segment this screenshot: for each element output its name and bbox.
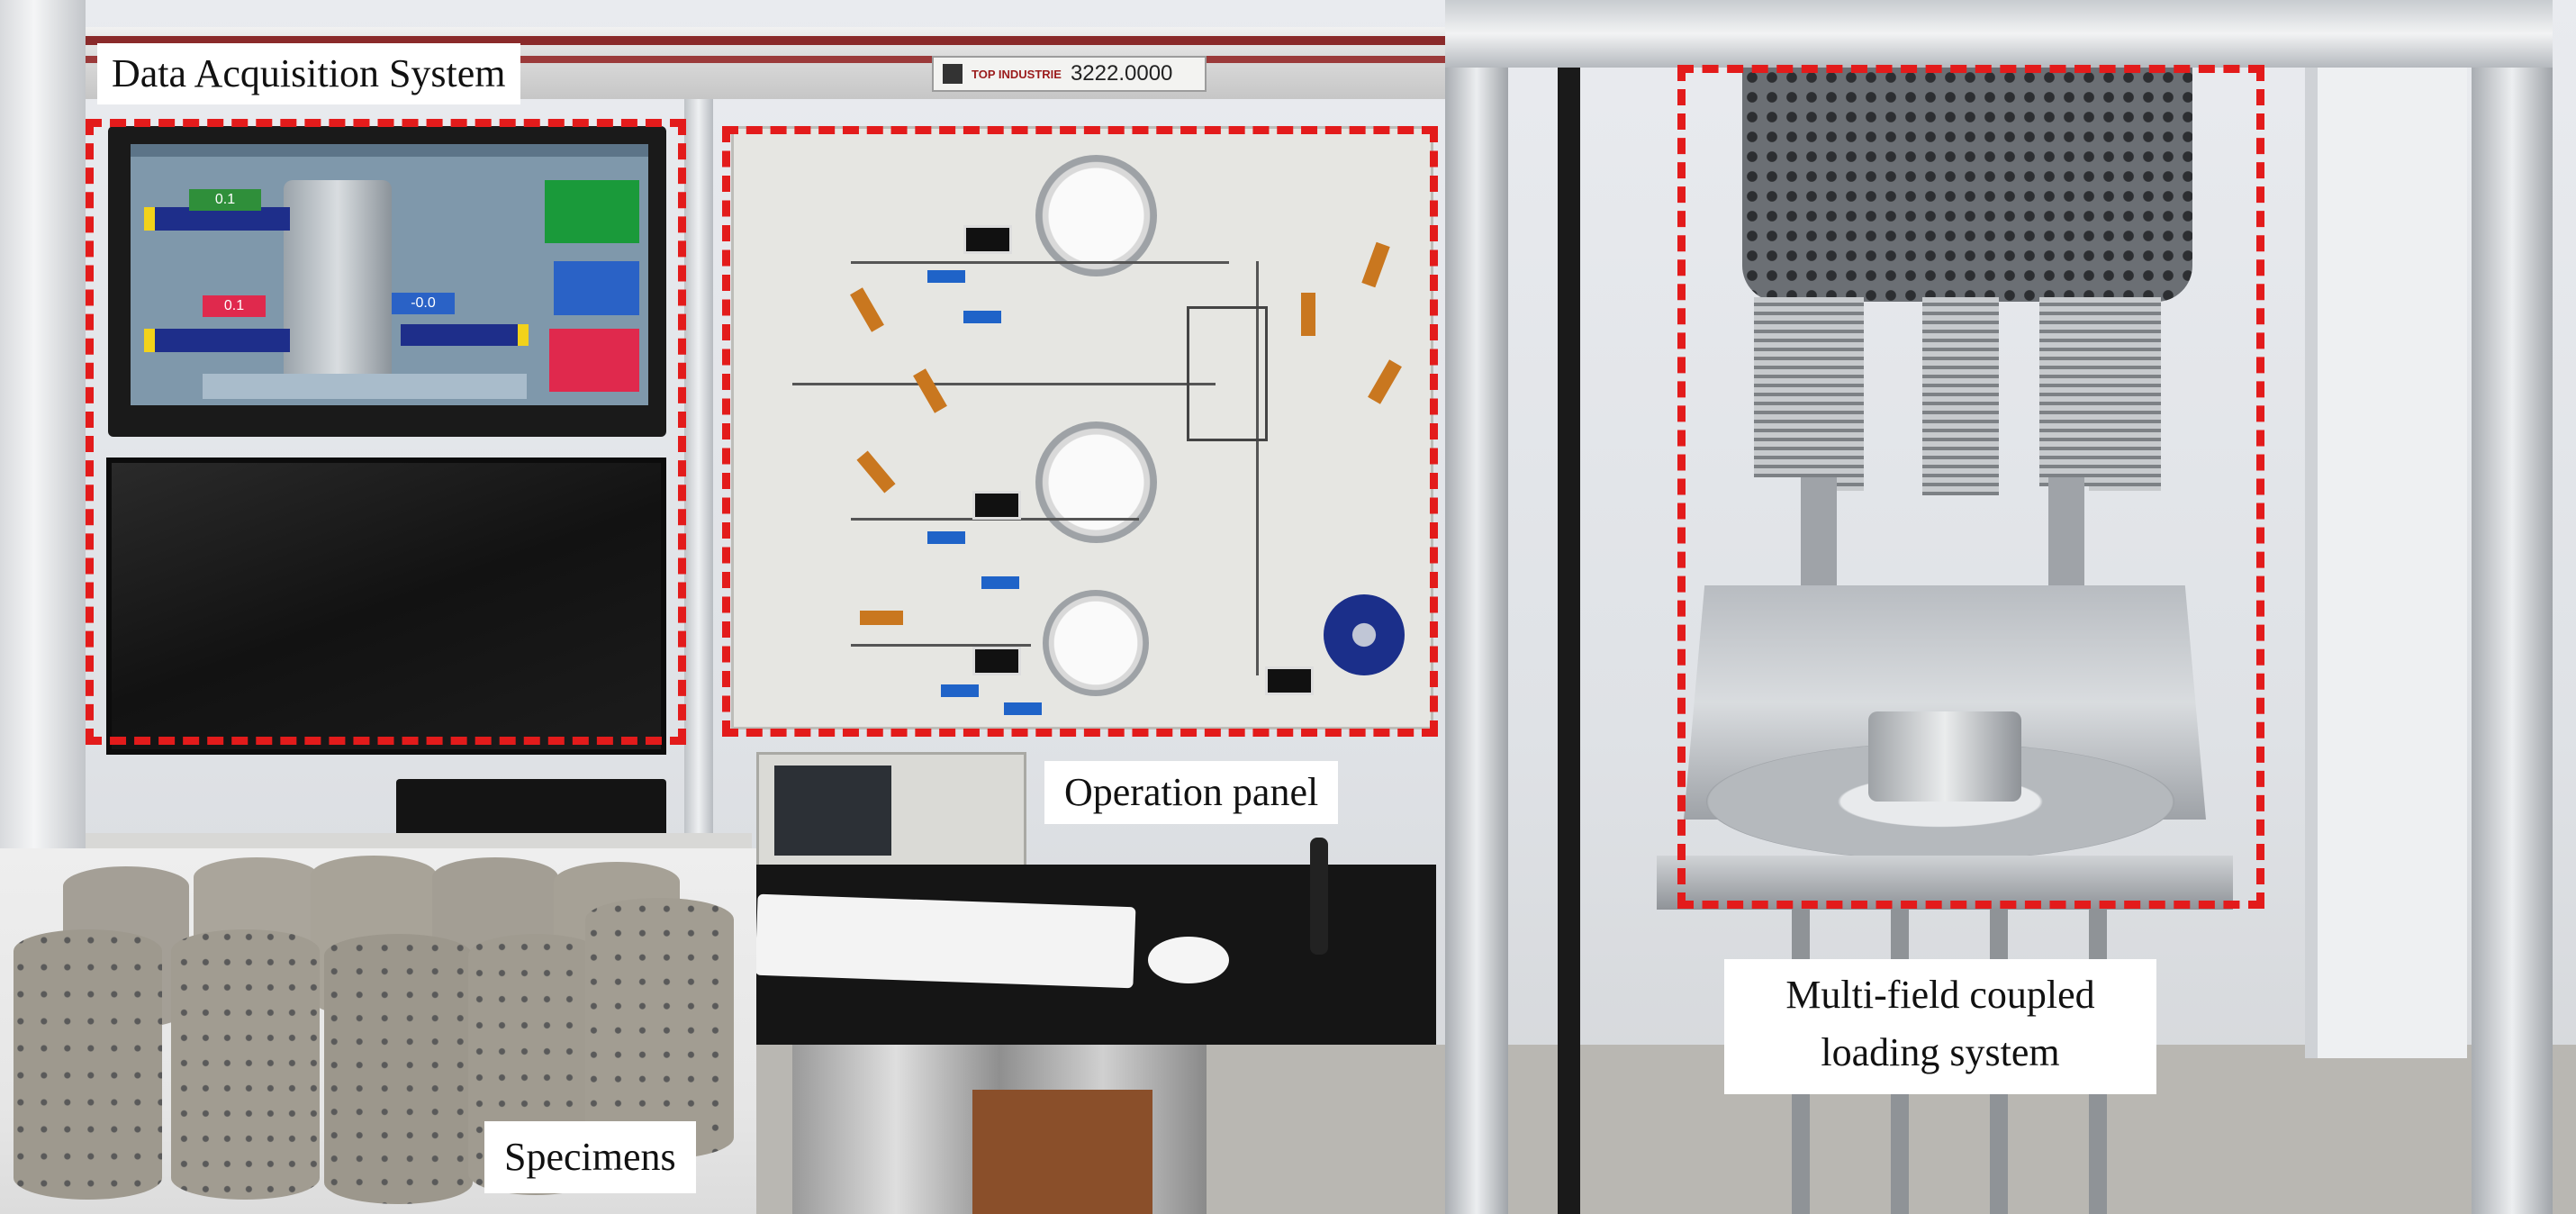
specimen-cylinder-front [171, 929, 320, 1200]
blue-valve [963, 311, 1001, 323]
keyboard [755, 893, 1136, 989]
label-multi-field-line2: loading system [1821, 1030, 2060, 1074]
threaded-rod [1754, 297, 1803, 477]
top-frame-stripe-2 [86, 56, 1445, 63]
vessel-center-cap [1868, 711, 2021, 802]
screen-yellow-actuator-top [144, 207, 290, 231]
oscilloscope-screen [774, 766, 891, 856]
digital-display [1265, 666, 1314, 695]
digital-display [972, 647, 1021, 675]
model-number: 3222.0000 [1070, 61, 1173, 86]
loading-frame-inner-rail [1558, 68, 1580, 1214]
threaded-rod [2039, 297, 2093, 486]
highlight-operation-panel [722, 126, 1438, 737]
guide-column [1801, 477, 1837, 585]
mouse [1148, 937, 1229, 983]
screen-blue-panel [554, 261, 639, 315]
screen-bottom-table [203, 374, 527, 399]
label-specimens: Specimens [484, 1121, 696, 1193]
monitor-screen-software: 0.1 0.1 -0.0 [131, 144, 648, 405]
threaded-rod [1922, 297, 1999, 495]
label-data-acquisition-system: Data Acquisition System [97, 43, 520, 104]
screen-header-bar [131, 144, 648, 157]
label-multi-field-loading-system: Multi-field coupled loading system [1724, 959, 2156, 1094]
bottom-monitor [106, 458, 666, 755]
pipe-line-4 [851, 644, 1031, 647]
screen-yellow-actuator-bottom [144, 329, 290, 352]
pressure-gauge-middle [1035, 421, 1157, 543]
loading-frame-top-beam [1445, 0, 2553, 68]
valve-handle [1301, 293, 1315, 336]
loading-frame-right-post [2472, 0, 2553, 1214]
screen-apparatus-drawing [284, 180, 392, 387]
specimen-cylinder-front [585, 898, 734, 1159]
screen-readout-top: 0.1 [189, 189, 261, 211]
specimen-cylinder-front [324, 934, 473, 1204]
label-multi-field-line1: Multi-field coupled [1785, 973, 2095, 1017]
blue-valve [927, 270, 965, 283]
perforated-cylinder-cover [1742, 68, 2192, 302]
blue-handwheel [1324, 594, 1405, 675]
pressure-gauge-bottom [1043, 590, 1149, 696]
label-operation-panel: Operation panel [1044, 761, 1339, 824]
brand-name: TOP INDUSTRIE [972, 67, 1062, 81]
pressure-gauge-top [1035, 155, 1157, 276]
screen-green-panel [545, 180, 639, 243]
guide-column [2048, 477, 2084, 585]
blue-valve [1004, 702, 1042, 715]
pipe-line-2 [792, 383, 1216, 385]
mini-pc [396, 779, 666, 842]
blue-valve [927, 531, 965, 544]
panel-cylinder-schematic [1187, 306, 1268, 441]
digital-display [972, 491, 1021, 520]
screen-red-panel [549, 329, 639, 392]
screen-readout-mid: 0.1 [203, 295, 266, 317]
screen-actuator-right [401, 324, 529, 346]
pipe-line-vertical [1256, 261, 1259, 675]
brand-logo-icon [943, 64, 963, 84]
loading-frame-window [2305, 68, 2467, 1058]
blue-valve [981, 576, 1019, 589]
highlight-loading-system [1677, 65, 2264, 909]
top-frame-stripe [86, 36, 1445, 45]
valve-handle [860, 611, 903, 625]
highlight-data-acquisition [86, 119, 686, 745]
threaded-rod [1801, 297, 1864, 491]
blue-valve [941, 684, 979, 697]
threaded-rod [2089, 297, 2161, 491]
screen-readout-right: -0.0 [392, 293, 455, 314]
joystick [1310, 838, 1328, 955]
digital-display [963, 225, 1012, 254]
wooden-stool [972, 1090, 1152, 1214]
specimen-cylinder-front [14, 929, 162, 1200]
pipe-line-1 [851, 261, 1229, 264]
equipment-nameplate: TOP INDUSTRIE 3222.0000 [932, 56, 1207, 92]
loading-frame-left-post [1445, 0, 1508, 1214]
